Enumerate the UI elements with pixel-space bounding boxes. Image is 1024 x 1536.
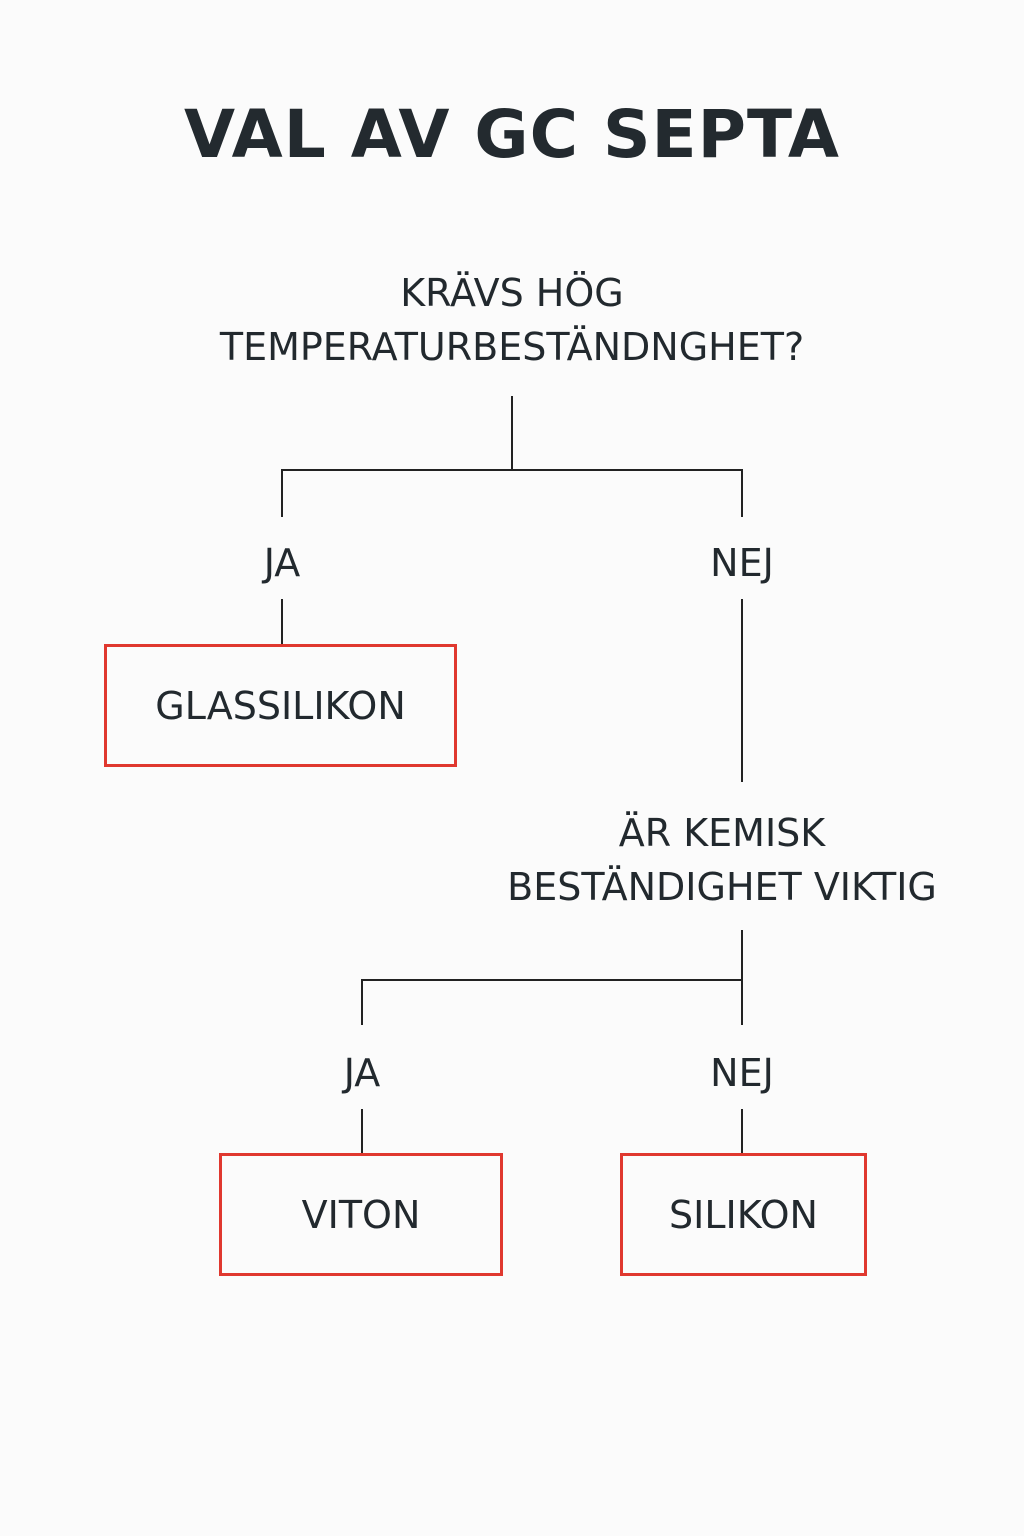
connector-q2-right-drop [741,979,743,1025]
result-box-silikon: SILIKON [620,1153,867,1276]
question-1-line-1: KRÄVS HÖG [400,271,624,315]
connector-q2-horizontal [361,979,743,981]
question-2: ÄR KEMISK BESTÄNDIGHET VIKTIG [472,806,972,914]
question-2-line-2: BESTÄNDIGHET VIKTIG [507,865,937,909]
result-box-viton: VITON [219,1153,503,1276]
connector-q2-yes-to-result [361,1109,363,1154]
connector-q1-left-drop [281,469,283,517]
question-1: KRÄVS HÖG TEMPERATURBESTÄNDNGHET? [112,266,912,374]
connector-q1-right-drop [741,469,743,517]
result-box-glassilikon: GLASSILIKON [104,644,457,767]
q2-no-label: NEJ [710,1051,774,1095]
connector-q1-yes-to-result [281,599,283,645]
q1-no-label: NEJ [710,541,774,585]
q2-yes-label: JA [343,1051,381,1095]
result-silikon-label: SILIKON [669,1192,818,1237]
question-2-line-1: ÄR KEMISK [618,811,826,855]
connector-q1-stem [511,396,513,470]
connector-q2-stem [741,930,743,980]
result-glassilikon-label: GLASSILIKON [155,683,406,728]
q1-yes-label: JA [263,541,301,585]
result-viton-label: VITON [301,1192,421,1237]
connector-q2-left-drop [361,979,363,1025]
connector-q2-no-to-result [741,1109,743,1154]
connector-q1-no-to-q2 [741,599,743,782]
page-title: VAL AV GC SEPTA [184,96,840,173]
question-1-line-2: TEMPERATURBESTÄNDNGHET? [219,325,805,369]
connector-q1-horizontal [281,469,743,471]
